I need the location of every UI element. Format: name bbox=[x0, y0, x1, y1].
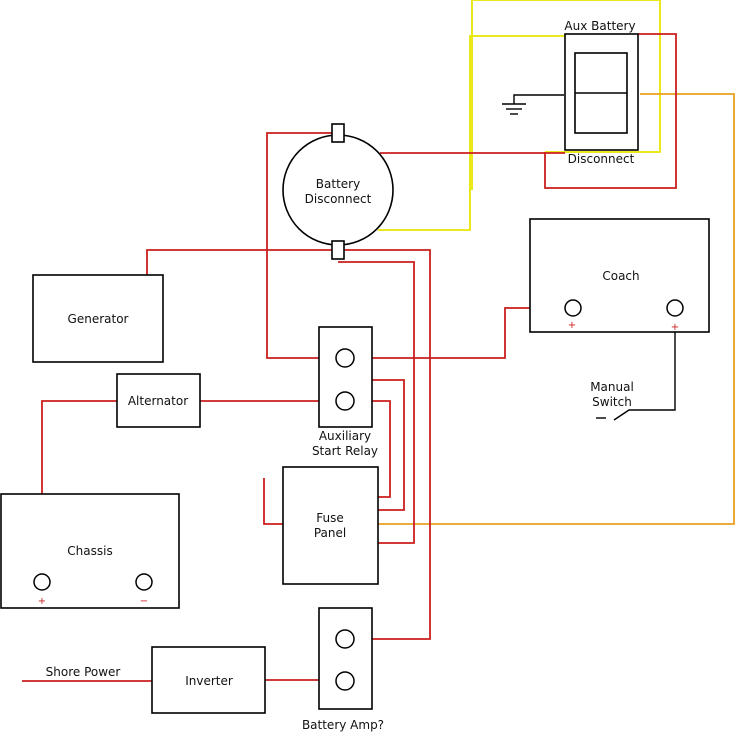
relay-box bbox=[318, 326, 373, 428]
battery-disconnect-label-1: Battery bbox=[316, 177, 360, 191]
red-wire-fuse-panel-left bbox=[263, 478, 283, 525]
relay-terminal-top bbox=[335, 348, 355, 368]
chassis-label: Chassis bbox=[67, 544, 112, 558]
alternator-box bbox=[116, 373, 201, 428]
manual-switch-label-1: Manual bbox=[590, 380, 634, 394]
relay-label-2: Start Relay bbox=[312, 444, 378, 458]
battery-amp-terminal-top bbox=[335, 629, 355, 649]
battery-amp-terminal-bottom bbox=[335, 671, 355, 691]
fuse-panel-label-2: Panel bbox=[314, 526, 346, 540]
red-wire-generator bbox=[146, 249, 338, 275]
red-wire-aux-battery-top bbox=[544, 33, 677, 189]
inverter-label: Inverter bbox=[185, 674, 233, 688]
fuse-panel: Fuse Panel bbox=[282, 466, 379, 585]
disconnect-label: Disconnect bbox=[568, 152, 635, 166]
chassis-battery: Chassis + − bbox=[0, 493, 180, 609]
battery-amp-box bbox=[318, 607, 373, 710]
fuse-panel-box bbox=[282, 466, 379, 585]
inverter: Inverter bbox=[151, 646, 266, 714]
inverter-box bbox=[151, 646, 266, 714]
fuse-panel-label-1: Fuse bbox=[316, 511, 344, 525]
aux-battery: Aux Battery Disconnect bbox=[564, 19, 639, 166]
manual-switch-label-2: Switch bbox=[592, 395, 632, 409]
ground-wire bbox=[513, 94, 564, 104]
aux-battery-label: Aux Battery bbox=[564, 19, 635, 33]
ground-icon bbox=[502, 103, 526, 115]
generator: Generator bbox=[32, 274, 164, 363]
generator-label: Generator bbox=[68, 312, 129, 326]
coach-plus-sign-2: + bbox=[671, 322, 679, 333]
red-wire-to-fuse-panel bbox=[338, 261, 415, 544]
red-wire-battery-disconnect-to-relay bbox=[266, 132, 338, 359]
alternator-label: Alternator bbox=[128, 394, 188, 408]
coach-battery: Coach + + bbox=[529, 218, 710, 333]
coach-negative-terminal bbox=[666, 299, 684, 317]
red-wire-to-battery-amp bbox=[338, 249, 431, 640]
battery-amp: Battery Amp? bbox=[302, 607, 384, 732]
coach-label: Coach bbox=[602, 269, 639, 283]
shore-power-label: Shore Power bbox=[46, 665, 121, 679]
chassis-box bbox=[0, 493, 180, 609]
manual-switch-wire bbox=[613, 316, 676, 421]
aux-start-relay: Auxiliary Start Relay bbox=[312, 326, 378, 458]
orange-wire-aux-battery-to-fuse-panel bbox=[378, 93, 735, 525]
manual-switch: Manual Switch bbox=[590, 380, 634, 419]
coach-positive-terminal bbox=[564, 299, 582, 317]
yellow-wire-aux-battery-outer bbox=[471, 0, 661, 190]
chassis-positive-terminal bbox=[33, 573, 51, 591]
battery-disconnect-label-2: Disconnect bbox=[305, 192, 372, 206]
battery-disconnect-top-post bbox=[331, 123, 345, 143]
chassis-negative-terminal bbox=[135, 573, 153, 591]
battery-disconnect: Battery Disconnect bbox=[282, 123, 394, 260]
coach-plus-sign: + bbox=[568, 320, 576, 331]
relay-label-1: Auxiliary bbox=[319, 429, 371, 443]
generator-box bbox=[32, 274, 164, 363]
battery-amp-label: Battery Amp? bbox=[302, 718, 384, 732]
alternator: Alternator bbox=[116, 373, 201, 428]
yellow-wire-battery-disconnect bbox=[378, 35, 565, 231]
battery-disconnect-bottom-post bbox=[331, 240, 345, 260]
chassis-plus-sign: + bbox=[38, 596, 46, 607]
relay-terminal-bottom bbox=[335, 391, 355, 411]
chassis-minus-sign: − bbox=[140, 596, 148, 607]
